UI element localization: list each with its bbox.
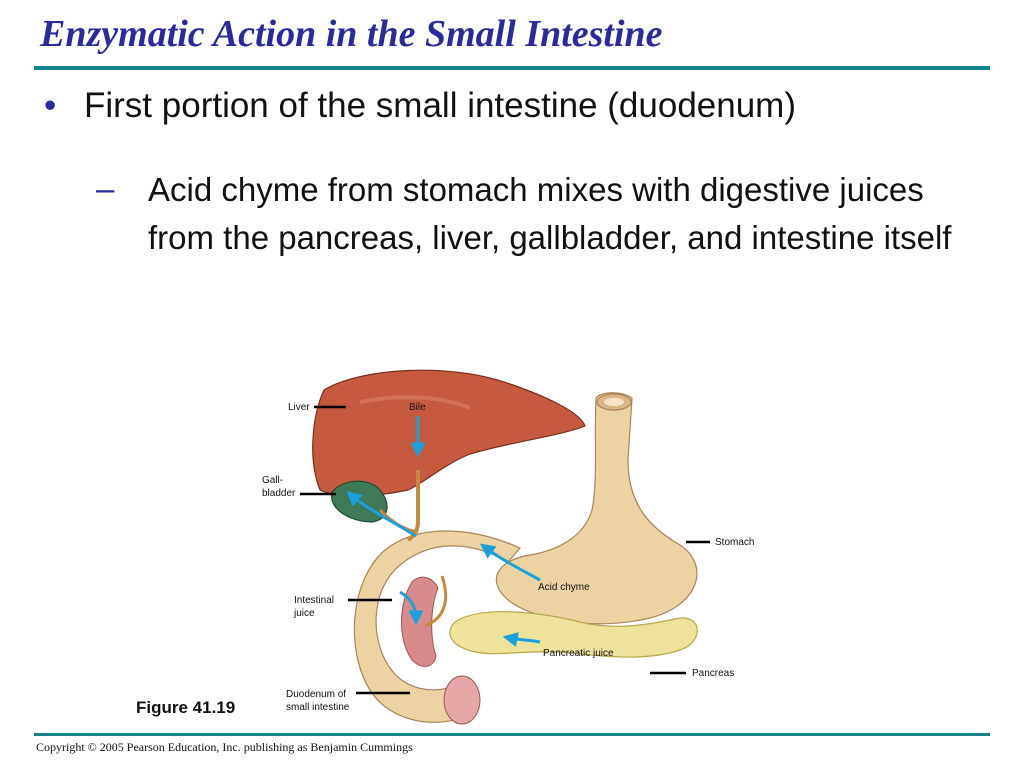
label-intestinal-juice: Intestinal juice — [294, 595, 335, 619]
label-bile: Bile — [409, 402, 426, 413]
label-pancreas: Pancreas — [692, 668, 735, 679]
pancreatic-duct — [424, 575, 448, 628]
label-stomach: Stomach — [715, 537, 755, 548]
label-gallbladder: Gall- bladder — [262, 475, 296, 499]
sub-bullet-item: – Acid chyme from stomach mixes with dig… — [96, 170, 986, 262]
figure-caption: Figure 41.19 — [136, 698, 236, 717]
pancreatic-juice-arrow — [502, 632, 541, 647]
bullet-text: First portion of the small intestine (du… — [84, 86, 796, 125]
bullet-marker: • — [44, 86, 57, 125]
title-divider — [34, 66, 990, 70]
copyright-text: Copyright © 2005 Pearson Education, Inc.… — [36, 740, 413, 754]
label-duodenum: Duodenum of small intestine — [286, 689, 350, 713]
label-acid-chyme: Acid chyme — [538, 582, 590, 593]
bullet-item: • First portion of the small intestine (… — [44, 86, 796, 126]
esophagus-lumen — [604, 398, 624, 406]
liver-highlight — [359, 395, 471, 410]
slide-title: Enzymatic Action in the Small Intestine — [40, 13, 663, 55]
footer-divider — [34, 733, 990, 736]
sub-bullet-marker: – — [96, 170, 115, 207]
anatomy-illustration — [300, 369, 710, 725]
label-pancreatic-juice: Pancreatic juice — [543, 648, 614, 659]
duodenum-lumen — [443, 675, 481, 725]
intestinal-juice-arrow — [399, 590, 424, 626]
acid-chyme-arrow — [479, 543, 541, 582]
label-liver: Liver — [288, 402, 310, 413]
gallbladder-arrow — [346, 491, 417, 538]
sub-bullet-text: Acid chyme from stomach mixes with diges… — [148, 171, 952, 256]
liver-shape — [312, 369, 586, 497]
digestive-anatomy-figure: Liver Bile Gall- bladder Stomach Acid ch… — [240, 350, 780, 730]
